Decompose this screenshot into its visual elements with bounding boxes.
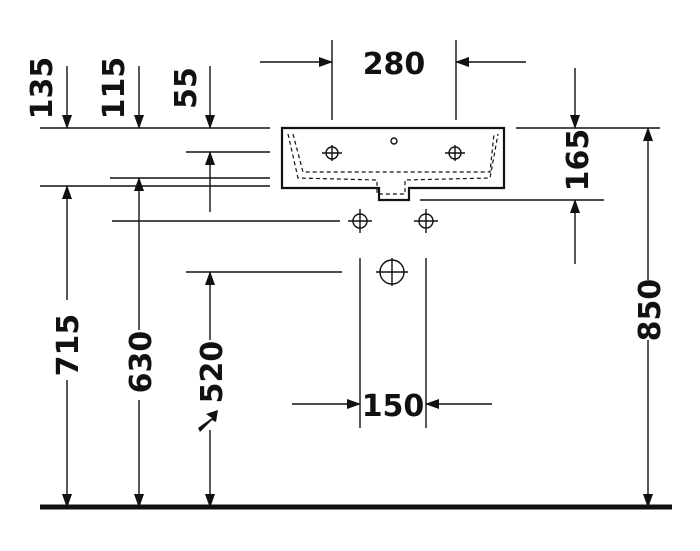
overflow-hole: [390, 137, 398, 145]
dimension-55: 55: [169, 66, 215, 212]
tap-hole-right: [445, 145, 465, 161]
tap-hole-left: [322, 145, 342, 161]
label-135: 135: [25, 57, 60, 120]
dimension-630: 630: [124, 177, 159, 508]
label-715: 715: [51, 314, 86, 377]
waste-connection: [376, 258, 408, 286]
supply-connection-left: [348, 209, 372, 233]
dimension-115: 115: [97, 57, 144, 129]
dimension-165: 165: [420, 68, 660, 264]
label-55: 55: [169, 67, 204, 109]
dimension-715: 715: [51, 185, 86, 508]
dimension-850: 850: [633, 127, 668, 508]
dimension-135: 135: [25, 57, 72, 129]
dimension-520: 520: [195, 271, 230, 508]
supply-connection-right: [414, 209, 438, 233]
dimension-280: 280: [260, 40, 526, 120]
dimension-150: 150: [292, 258, 492, 428]
label-520: 520: [195, 341, 230, 404]
label-280: 280: [363, 47, 426, 82]
basin-outline: [280, 126, 506, 202]
label-165: 165: [561, 129, 596, 192]
label-630: 630: [124, 331, 159, 394]
label-150: 150: [362, 389, 425, 424]
label-850: 850: [633, 279, 668, 342]
label-115: 115: [97, 57, 132, 120]
pointer-arrow-icon: [198, 410, 218, 432]
